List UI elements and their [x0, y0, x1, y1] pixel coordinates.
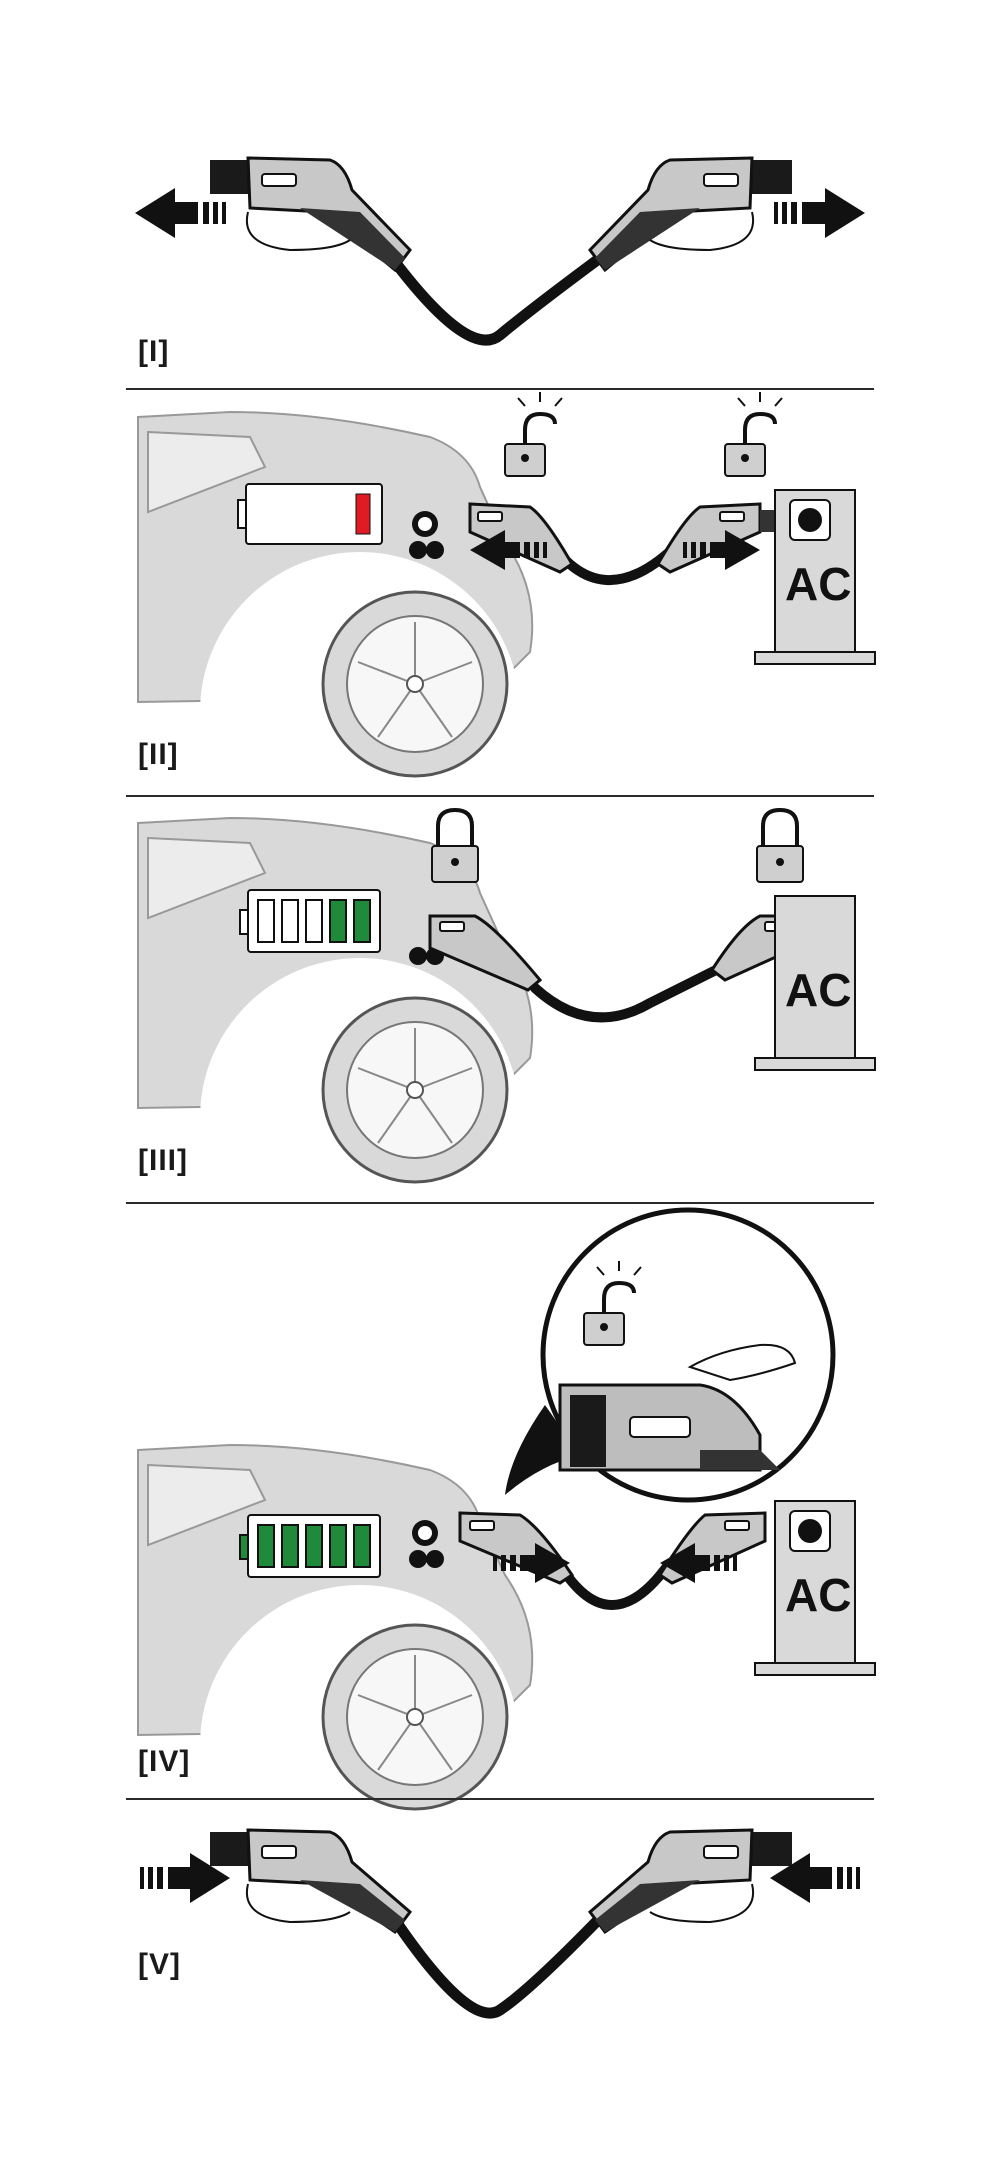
station-label: AC [785, 1569, 851, 1621]
car-icon [137, 410, 534, 778]
divider [126, 1202, 874, 1204]
step-label: [IV] [138, 1745, 191, 1778]
charging-station-icon: AC [754, 895, 876, 1071]
unplug-right-arrow-icon [493, 1543, 570, 1583]
vehicle-socket-icon [409, 947, 444, 965]
right-plug-icon [588, 156, 792, 273]
charging-cable [530, 963, 725, 1023]
battery-low-cell [355, 493, 371, 535]
charging-cable [389, 1912, 606, 2019]
car-icon [137, 1443, 534, 1811]
step-3-illustration: AC [137, 807, 876, 1184]
step-label: [I] [138, 335, 170, 368]
charging-cable [555, 1560, 673, 1610]
unplug-left-arrow-icon [660, 1543, 737, 1583]
step-1-illustration [135, 156, 865, 346]
push-right-arrow-icon [140, 1853, 230, 1903]
divider [126, 795, 874, 797]
plug-in-left-arrow-icon [470, 530, 547, 570]
divider [126, 388, 874, 390]
step-label: [V] [138, 1948, 181, 1981]
left-plug-icon [210, 156, 412, 273]
step-4-illustration: AC [137, 1207, 876, 1811]
charging-station-icon: AC [754, 489, 876, 665]
locked-padlock-icon [431, 807, 479, 883]
left-plug-icon [210, 1828, 413, 1935]
battery-charged-cell [353, 899, 371, 943]
step-5-illustration [140, 1828, 860, 2019]
right-plug-icon [587, 1828, 792, 1935]
step-1-panel: [I] [0, 0, 1000, 390]
station-label: AC [785, 964, 851, 1016]
vehicle-plug-icon [428, 914, 543, 992]
step-5-panel: [V] [0, 1800, 1000, 2171]
battery-icon [239, 889, 381, 953]
step-2-illustration: AC [137, 392, 876, 778]
step-label: [II] [138, 738, 179, 771]
plug-in-right-arrow-icon [683, 530, 760, 570]
unlocked-padlock-icon [724, 392, 783, 477]
pull-left-arrow-icon [135, 188, 226, 238]
battery-icon [239, 1514, 381, 1578]
divider [126, 1798, 874, 1800]
step-3-panel: AC [III] [0, 798, 1000, 1203]
battery-charged-cell [329, 899, 347, 943]
unlocked-padlock-icon [504, 392, 563, 477]
station-label: AC [785, 558, 851, 610]
station-plug-icon [656, 502, 782, 574]
vehicle-socket-icon [409, 511, 444, 559]
locked-padlock-icon [756, 807, 804, 883]
step-2-panel: AC [II] [0, 392, 1000, 797]
unlocked-padlock-icon [583, 1261, 642, 1346]
finger-icon [687, 1343, 797, 1382]
station-plug-icon [657, 1511, 767, 1585]
push-left-arrow-icon [770, 1853, 860, 1903]
battery-icon [237, 483, 383, 545]
vehicle-socket-icon [409, 1520, 444, 1568]
charging-station-icon: AC [754, 1500, 876, 1676]
car-icon [137, 816, 534, 1184]
pull-right-arrow-icon [774, 188, 865, 238]
step-4-panel: AC [IV] [0, 1205, 1000, 1811]
charging-cable [389, 252, 606, 346]
zoom-callout-icon [505, 1207, 836, 1503]
step-label: [III] [138, 1144, 188, 1177]
